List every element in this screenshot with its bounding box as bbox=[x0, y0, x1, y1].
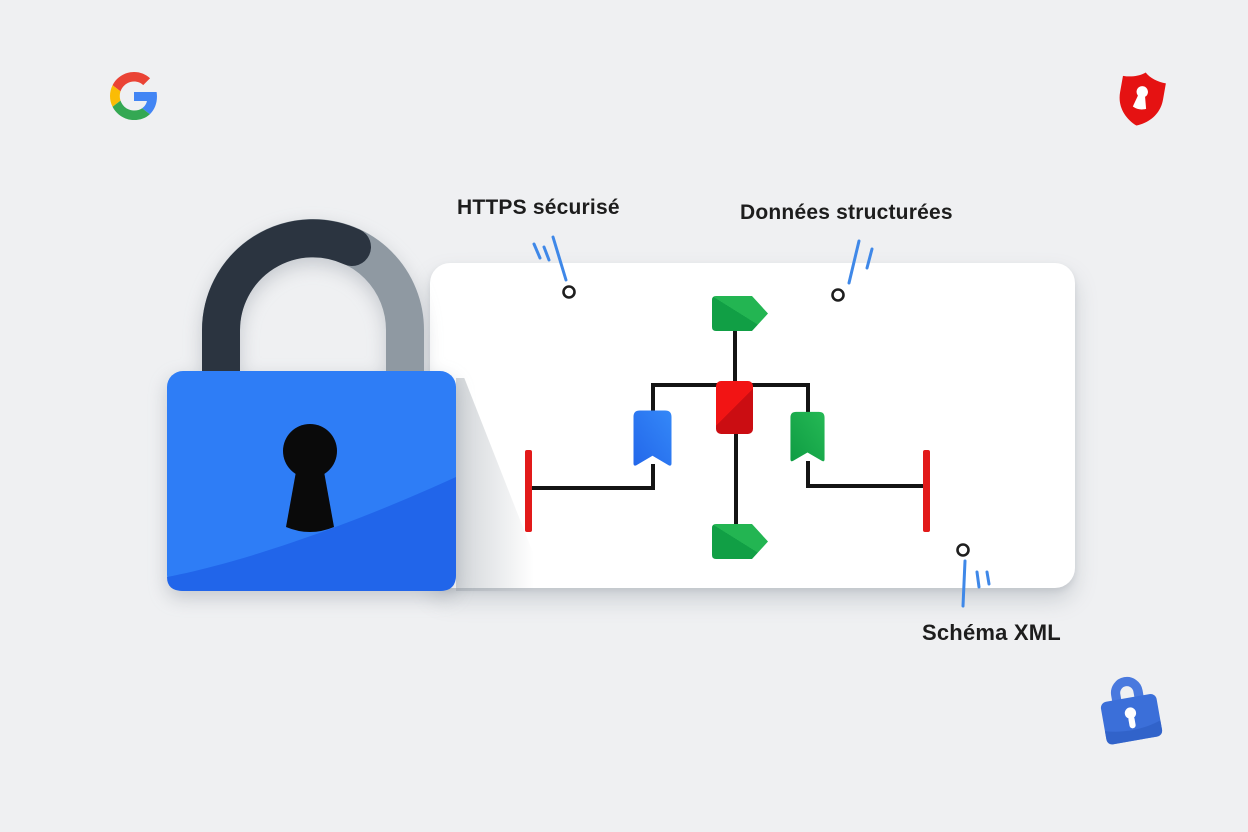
annotation-ticks-https bbox=[532, 235, 568, 282]
connector-right-drop bbox=[806, 383, 810, 412]
connector-right-horizontal bbox=[806, 484, 927, 488]
shield-icon bbox=[1119, 72, 1166, 126]
google-logo-icon bbox=[110, 72, 157, 120]
flow-node-bookmark-green bbox=[790, 411, 825, 462]
lock-icon bbox=[1100, 676, 1163, 745]
annotation-ticks-xml-schema bbox=[961, 559, 991, 608]
connector-bottom-vertical bbox=[734, 434, 738, 525]
label-https: HTTPS sécurisé bbox=[457, 196, 620, 219]
connector-left-horizontal bbox=[528, 486, 655, 490]
flow-node-bookmark-blue bbox=[633, 410, 672, 466]
connector-right-lower bbox=[806, 461, 810, 488]
terminator-bar-right bbox=[923, 450, 930, 532]
annotation-dot-structured-data bbox=[831, 288, 845, 302]
padlock-icon bbox=[167, 219, 456, 591]
flow-node-pennant-bottom bbox=[712, 524, 768, 559]
label-structured-data: Données structurées bbox=[740, 201, 953, 224]
connector-top-vertical bbox=[733, 331, 737, 383]
annotation-ticks-structured-data bbox=[847, 239, 874, 285]
terminator-bar-left bbox=[525, 450, 532, 532]
flow-node-pennant-top bbox=[712, 296, 768, 331]
flow-node-red-center bbox=[716, 381, 753, 434]
connector-left-lower bbox=[651, 464, 655, 490]
annotation-dot-xml-schema bbox=[956, 543, 970, 557]
connector-left-drop bbox=[651, 383, 655, 412]
annotation-dot-https bbox=[562, 285, 576, 299]
label-xml-schema: Schéma XML bbox=[922, 620, 1061, 645]
